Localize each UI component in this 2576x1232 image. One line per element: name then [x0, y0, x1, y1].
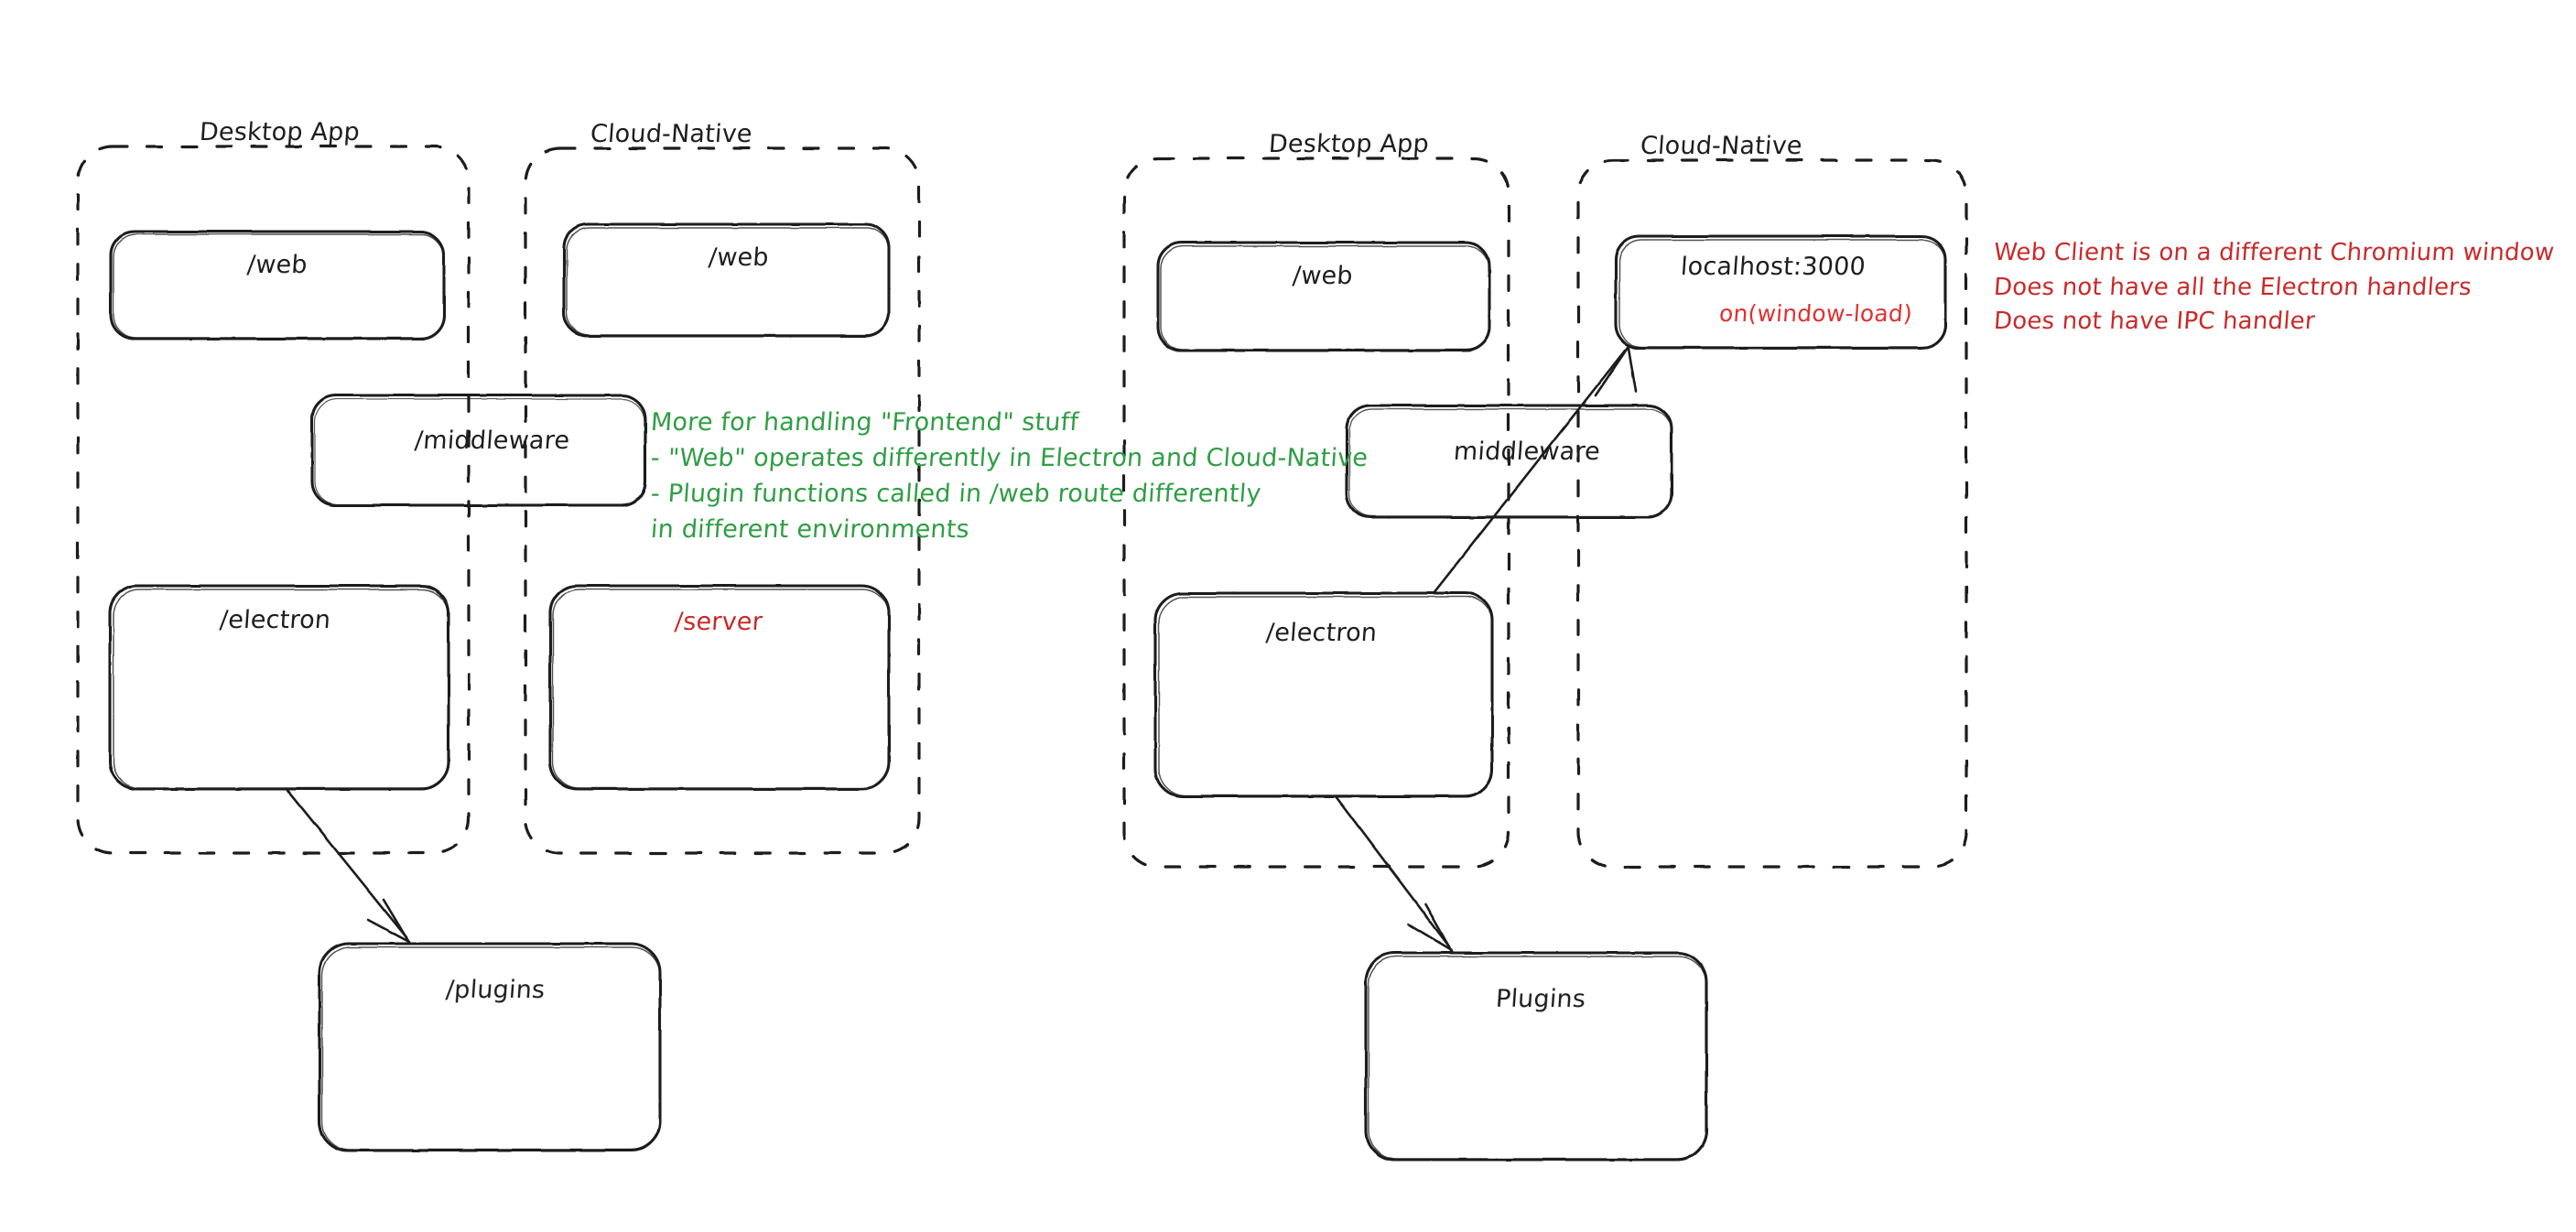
arrow-electron-to-localhost [1432, 346, 1638, 595]
group-title-cloud-native-right: Cloud-Native [1639, 132, 1803, 160]
box-label-server-left: /server [673, 608, 764, 636]
note-green-line-2: - "Web" operates differently in Electron… [649, 444, 1369, 473]
note-red-line-3: Does not have IPC handler [1993, 308, 2316, 336]
note-red-block: Web Client is on a different Chromium wi… [1993, 236, 2556, 340]
note-red-line-1: Web Client is on a different Chromium wi… [1993, 239, 2556, 266]
group-title-desktop-app-right: Desktop App [1267, 130, 1430, 158]
note-green-line-3: - Plugin functions called in /web route … [649, 480, 1262, 509]
note-green-line-1: More for handling "Frontend" stuff [649, 408, 1080, 437]
note-red-line-2: Does not have all the Electron handlers [1993, 273, 2473, 301]
group-title-cloud-native-left: Cloud-Native [589, 120, 753, 148]
box-label-web-desktop-left: /web [245, 251, 308, 279]
note-green-block: More for handling "Frontend" stuff - "We… [649, 405, 1369, 548]
arrow-electron-to-plugins-left [285, 787, 411, 944]
group-title-desktop-app-left: Desktop App [198, 118, 361, 146]
box-label-plugins-right: Plugins [1494, 985, 1587, 1013]
box-label-electron-right: /electron [1264, 619, 1379, 647]
box-label-web-desktop-right: /web [1291, 262, 1354, 290]
box-label-middleware-left: /middleware [413, 427, 571, 455]
box-label-web-cloud-left: /web [707, 243, 770, 272]
box-label-localhost-3000: localhost:3000 [1679, 253, 1867, 281]
arrow-electron-to-plugins-right [1334, 794, 1454, 952]
box-label-plugins-left: /plugins [444, 976, 547, 1004]
box-label-middleware-right: middleware [1452, 438, 1602, 466]
note-green-line-4: in different environments [649, 515, 970, 545]
box-sublabel-on-window-load: on(window-load) [1718, 300, 1914, 327]
box-label-electron-left: /electron [218, 606, 332, 634]
